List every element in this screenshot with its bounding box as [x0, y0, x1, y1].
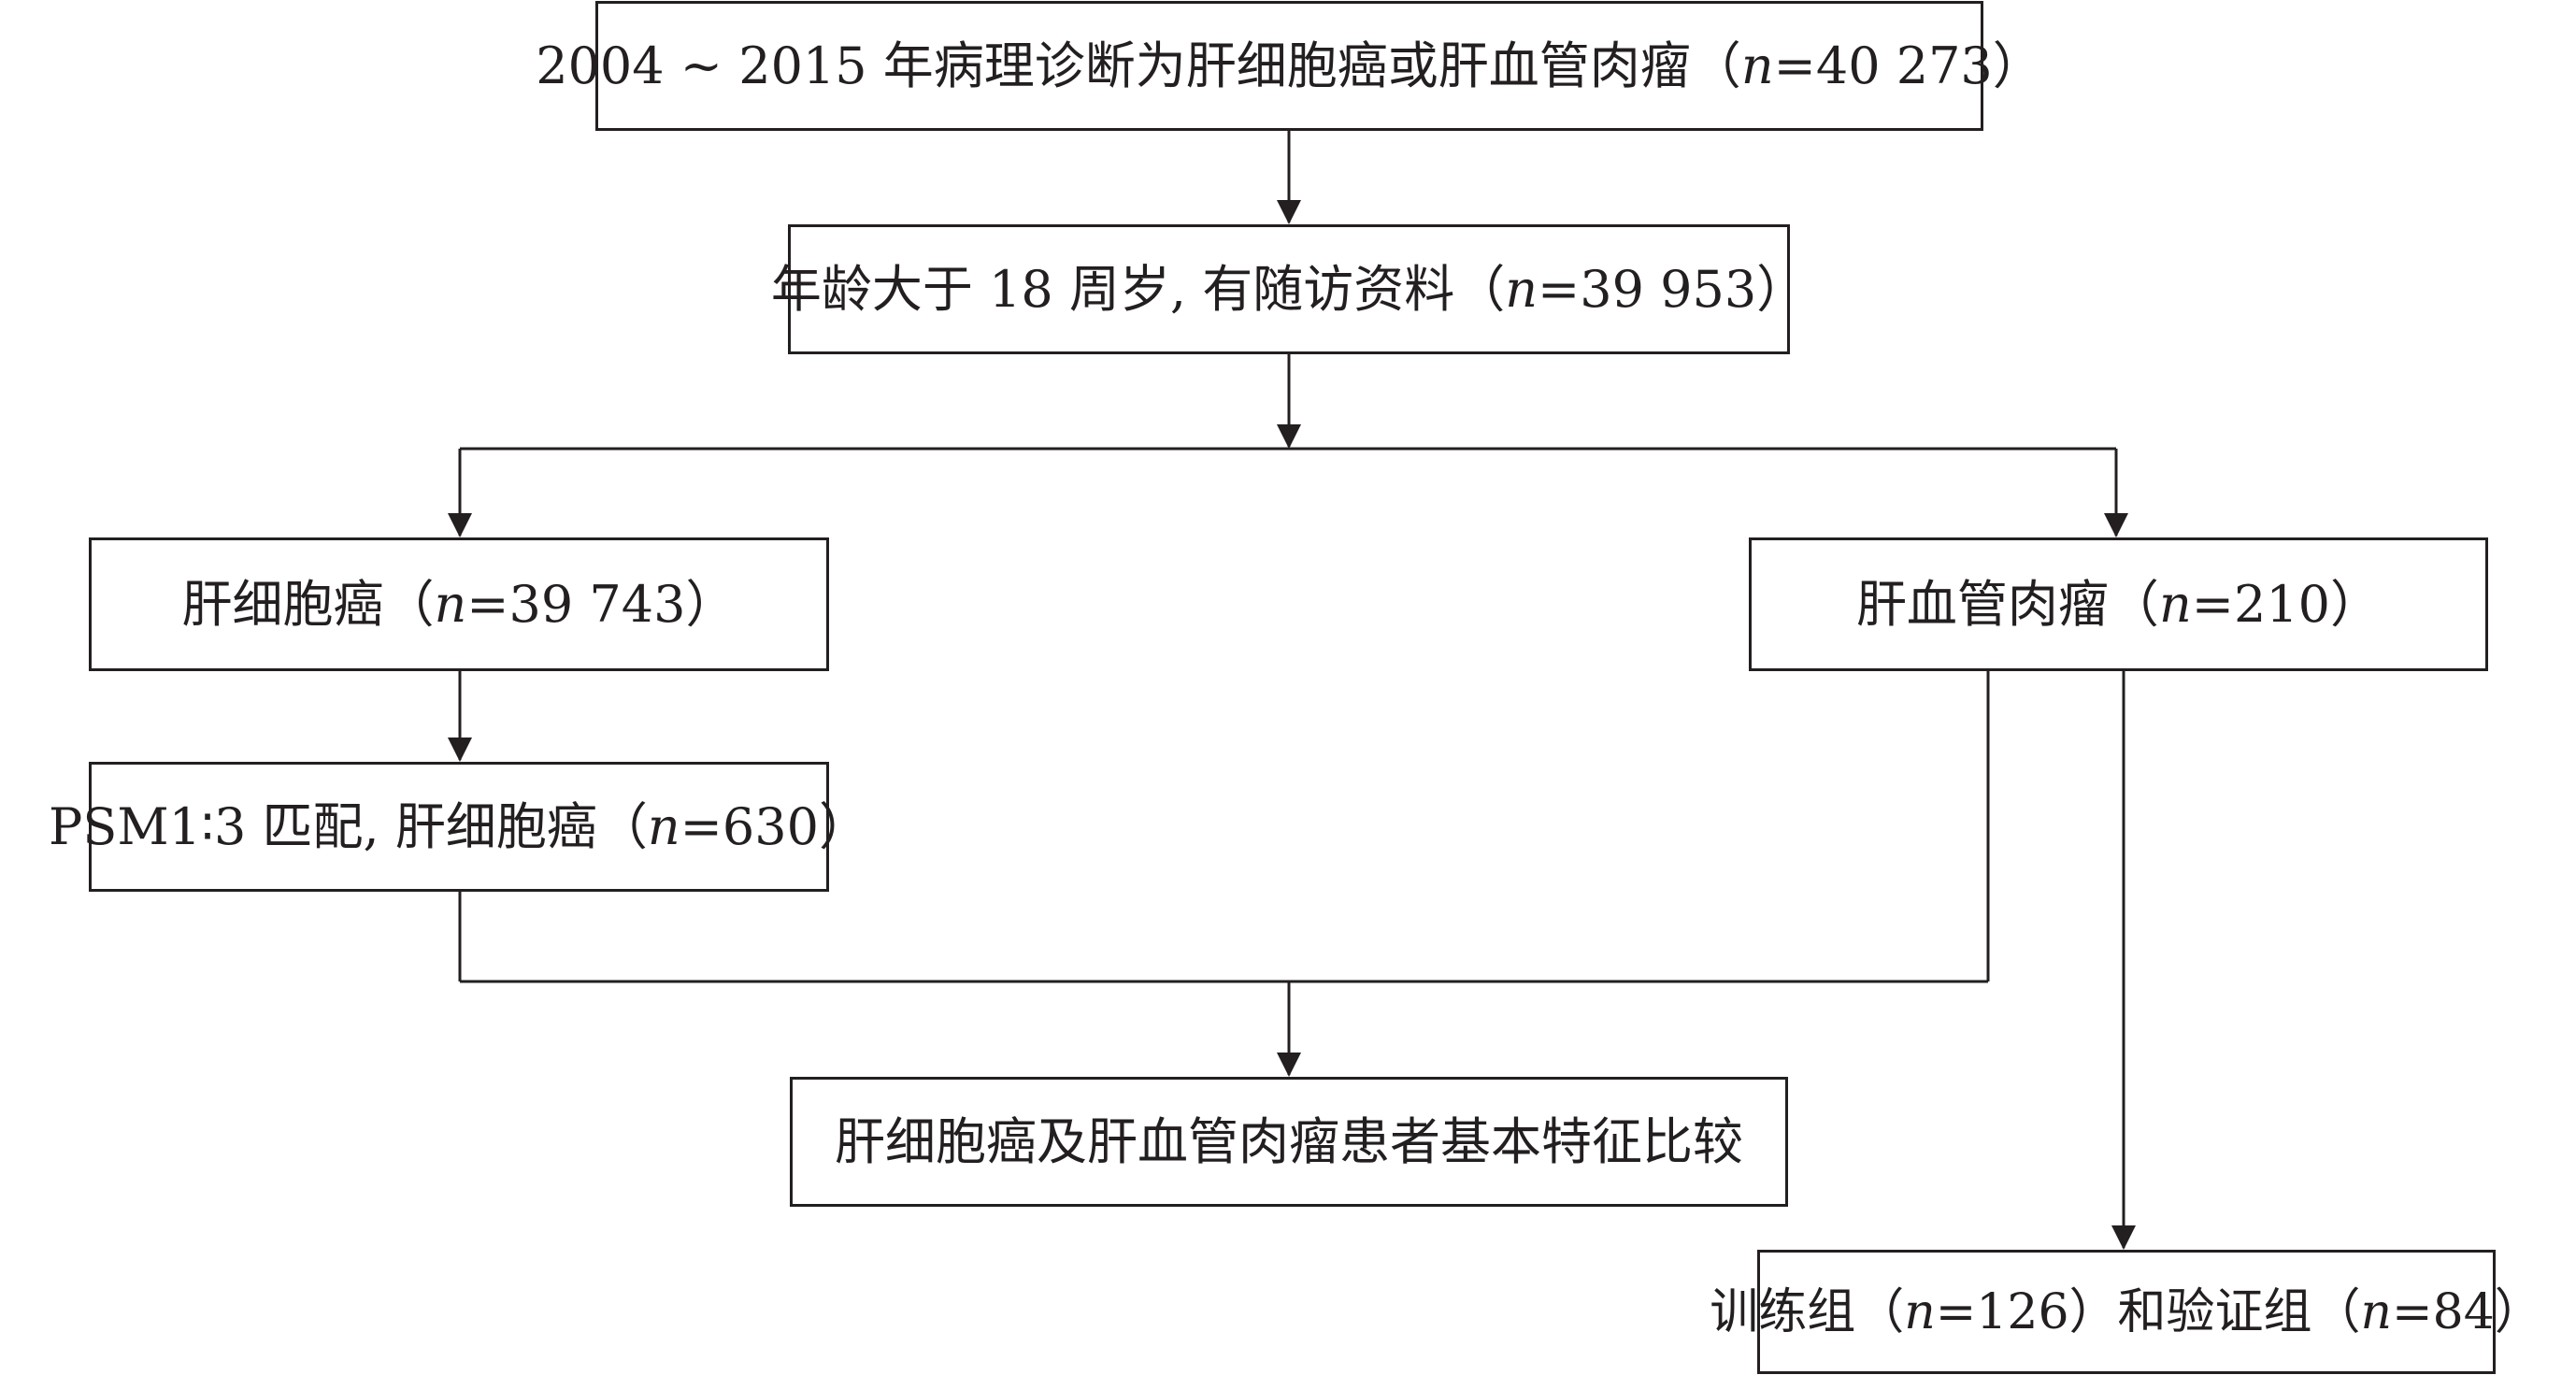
node-hasl: 肝血管肉瘤（n=210） [1749, 537, 2488, 671]
node-hasl-text-before: 肝血管肉瘤（ [1855, 574, 2159, 634]
node-total-cases: 2004 ~ 2015 年病理诊断为肝细胞癌或肝血管肉瘤（n=40 273） [536, 1, 2043, 131]
node-total-text-after: =40 273） [1773, 36, 2043, 95]
arrowhead-icon [1277, 200, 1301, 224]
node-hcc-text-before: 肝细胞癌（ [181, 574, 435, 634]
node-psm-matched-hcc: PSM1∶3 匹配, 肝细胞癌（n=630） [49, 762, 869, 892]
node-baseline-comparison: 肝细胞癌及肝血管肉瘤患者基本特征比较 [790, 1077, 1788, 1207]
node-hcc-n-symbol: n [434, 574, 467, 634]
arrowhead-icon [1277, 424, 1301, 449]
node-train-validation-split: 训练组（n=126）和验证组（n=84） [1710, 1250, 2543, 1374]
node-hcc: 肝细胞癌（n=39 743） [89, 537, 829, 671]
arrowhead-icon [448, 738, 472, 762]
arrowhead-icon [1277, 1053, 1301, 1077]
node-filtered-text-after: =39 953） [1537, 259, 1808, 319]
node-hasl-n-symbol: n [2158, 574, 2192, 634]
node-split-valid-after: =84） [2392, 1283, 2543, 1340]
node-split-train-n-symbol: n [1904, 1283, 1936, 1340]
node-filtered-n-symbol: n [1505, 259, 1538, 319]
arrowhead-icon [2111, 1225, 2136, 1250]
node-split-valid-n-symbol: n [2360, 1283, 2393, 1340]
node-hcc-text-after: =39 743） [466, 574, 737, 634]
node-split-train-before: 训练组（ [1710, 1283, 1905, 1340]
arrowhead-icon [448, 513, 472, 537]
node-psm-text-before: PSM1∶3 匹配, 肝细胞癌（ [49, 796, 648, 856]
arrowhead-icon [2104, 513, 2128, 537]
node-compare-text: 肝细胞癌及肝血管肉瘤患者基本特征比较 [835, 1111, 1743, 1171]
node-total-text-before: 2004 ~ 2015 年病理诊断为肝细胞癌或肝血管肉瘤（ [536, 36, 1741, 95]
node-psm-n-symbol: n [647, 796, 680, 856]
node-total-n-symbol: n [1740, 36, 1774, 95]
node-hasl-text-after: =210） [2191, 574, 2382, 634]
node-eligible-cases: 年龄大于 18 周岁, 有随访资料（n=39 953） [771, 224, 1807, 354]
node-filtered-text-before: 年龄大于 18 周岁, 有随访资料（ [770, 259, 1506, 319]
node-split-train-after: =126）和验证组（ [1935, 1283, 2361, 1340]
node-psm-text-after: =630） [680, 796, 869, 856]
